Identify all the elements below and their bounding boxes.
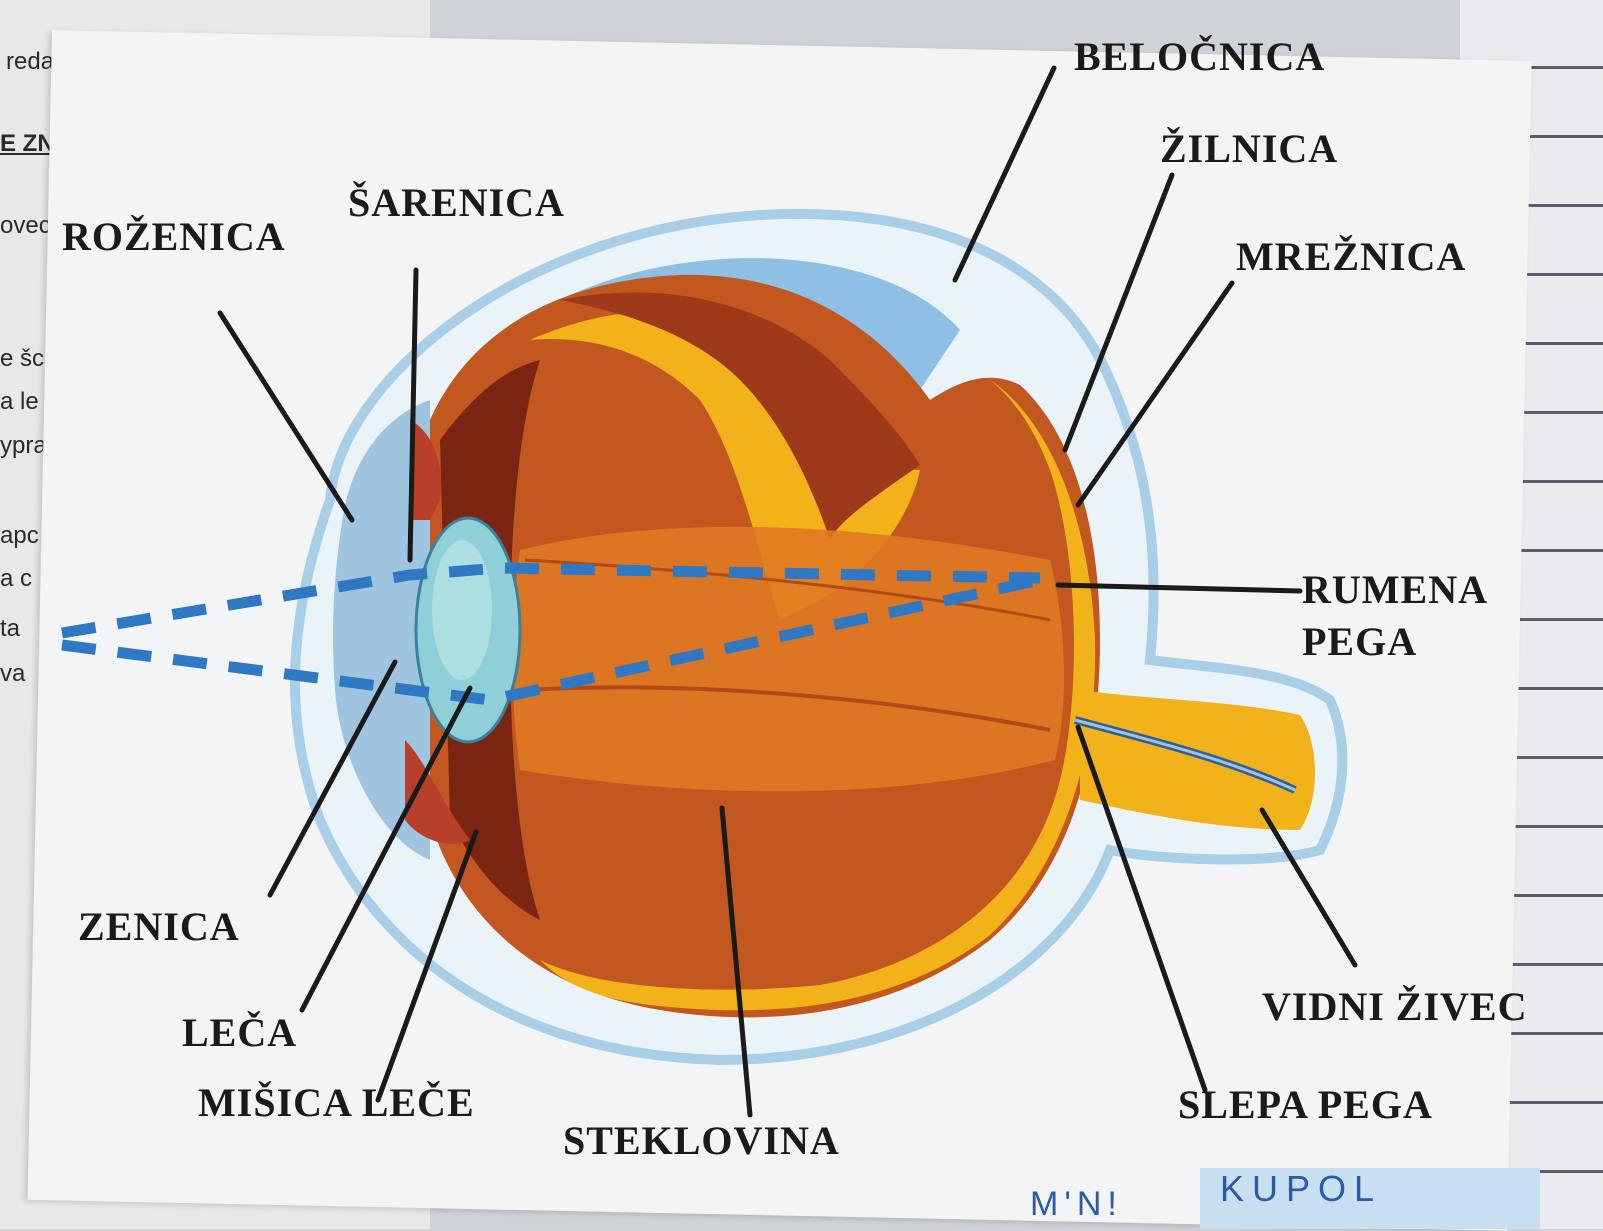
background-text: a c: [0, 565, 33, 592]
label-sarenica: ŠARENICA: [348, 180, 565, 225]
label-zenica: ZENICA: [78, 904, 240, 949]
background-text: ta: [0, 615, 21, 642]
iris: [405, 420, 470, 844]
background-text: E ZN: [0, 130, 55, 157]
background-text: apc: [0, 522, 39, 549]
label-slepa-pega: SLEPA PEGA: [1178, 1082, 1433, 1127]
label-zilnica: ŽILNICA: [1160, 126, 1339, 171]
leader-zenica: [267, 659, 398, 898]
leader-rumena-pega: [1055, 582, 1303, 594]
background-text: ovec: [0, 212, 51, 239]
label-misica-lece: MIŠICA LEČE: [198, 1080, 475, 1125]
label-rozenica: ROŽENICA: [62, 214, 286, 259]
leader-rozenica: [217, 310, 355, 523]
light-rays: [61, 562, 1042, 706]
label-vidni-zivec: VIDNI ŽIVEC: [1262, 984, 1528, 1029]
leader-vidni-zivec: [1259, 807, 1358, 968]
handwriting-left: M'N!: [1030, 1185, 1123, 1223]
leader-zilnica: [1062, 172, 1175, 453]
label-steklovina: STEKLOVINA: [563, 1118, 840, 1163]
background-text: e šc: [0, 345, 45, 372]
leader-mreznica: [1075, 280, 1235, 508]
label-belocnica: BELOČNICA: [1074, 34, 1326, 79]
leader-steklovina: [719, 805, 753, 1118]
label-leca: LEČA: [182, 1010, 298, 1055]
background-text: va: [0, 660, 26, 687]
label-mreznica: MREŽNICA: [1236, 234, 1467, 279]
sclera-cutaway: [560, 258, 960, 420]
eyeball: [430, 274, 1100, 1018]
leader-leca: [299, 685, 473, 1013]
leader-slepa-pega: [1075, 724, 1208, 1093]
leader-misica-lece: [375, 829, 479, 1103]
label-rumena-pega: RUMENA PEGA: [1302, 567, 1488, 664]
optic-nerve: [1073, 690, 1315, 830]
leader-sarenica: [407, 267, 419, 563]
leader-belocnica: [952, 65, 1057, 283]
background-text: a le: [0, 388, 39, 415]
handwriting-right: KUPOL: [1200, 1168, 1540, 1229]
background-text: ypra: [0, 432, 47, 459]
lens-highlight: [432, 540, 492, 680]
